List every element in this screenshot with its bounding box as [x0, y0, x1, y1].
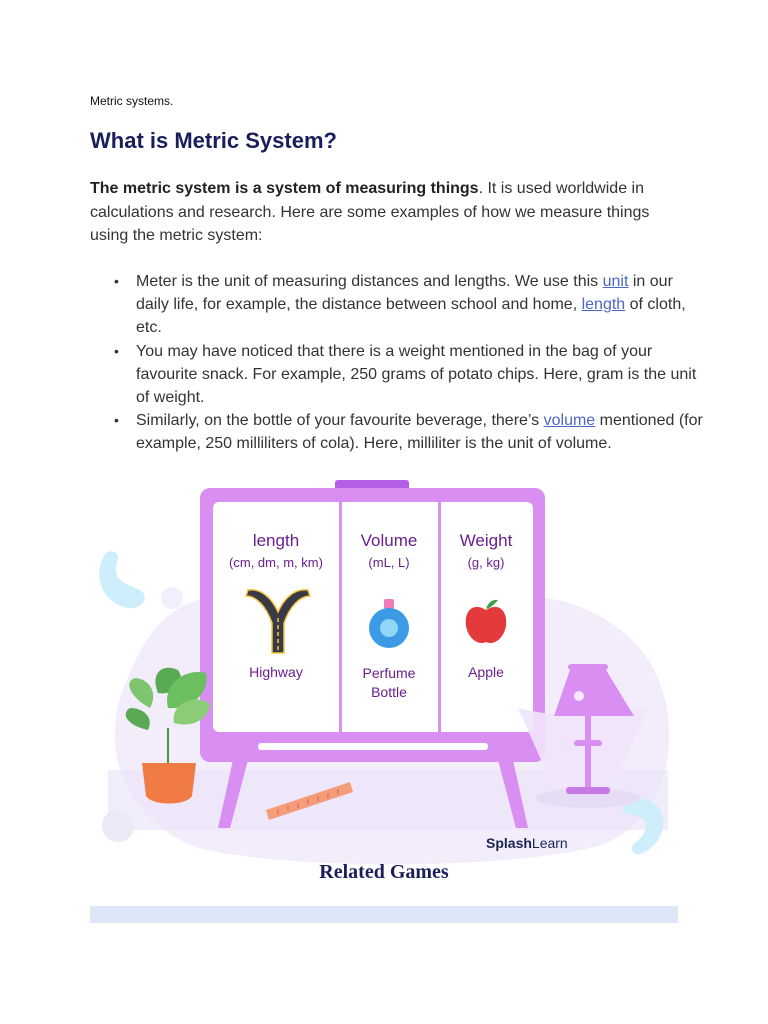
apple-icon: [465, 606, 507, 644]
bullet-text: Similarly, on the bottle of your favouri…: [136, 412, 544, 430]
board-leg: [498, 760, 528, 828]
perfume-label-line2: Bottle: [371, 684, 407, 700]
plant-icon: [125, 667, 210, 804]
length-link[interactable]: length: [581, 296, 626, 314]
examples-list: Meter is the unit of measuring distances…: [90, 270, 706, 456]
metric-illustration: length (cm, dm, m, km) Highway Volume (m…: [99, 480, 670, 865]
volume-units: (mL, L): [368, 555, 409, 570]
perfume-cap-icon: [384, 599, 394, 609]
unit-link[interactable]: unit: [602, 273, 629, 290]
intro-paragraph: The metric system is a system of measuri…: [90, 177, 680, 248]
bullet-text: in our daily life, for example, the dist…: [136, 273, 673, 314]
bullet-text: mentioned (for example, 250 milliliters …: [136, 412, 703, 453]
board-divider: [339, 502, 342, 732]
decor-circle: [102, 810, 134, 842]
length-heading: length: [253, 531, 299, 550]
apple-leaf-icon: [486, 599, 498, 609]
page-title: What is Metric System?: [90, 128, 337, 153]
list-item: Meter is the unit of measuring distances…: [114, 270, 706, 340]
splashlearn-logo: SplashLearn: [486, 835, 568, 851]
perfume-liquid-icon: [380, 619, 398, 637]
volume-heading: Volume: [361, 531, 418, 550]
decor-arc-icon: [623, 798, 664, 855]
volume-link[interactable]: volume: [543, 412, 596, 430]
intro-text: . It is used worldwide in calculations a…: [90, 180, 650, 244]
bullet-text: of cloth, etc.: [136, 296, 686, 337]
board-divider: [438, 502, 441, 732]
board-leg: [218, 760, 248, 828]
decor-circle: [161, 587, 183, 609]
related-games-bar: [90, 906, 678, 923]
bullet-text: You may have noticed that there is a wei…: [136, 342, 697, 407]
brand-light: Learn: [532, 835, 568, 851]
related-games-heading: Related Games: [319, 861, 449, 883]
bullet-text: Meter is the unit of measuring distances…: [136, 273, 603, 290]
ruler-icon: [266, 782, 353, 820]
decor-arc-icon: [99, 551, 145, 609]
perfume-label-line1: Perfume: [363, 665, 416, 681]
list-item: Similarly, on the bottle of your favouri…: [114, 409, 706, 455]
apple-label: Apple: [468, 664, 504, 680]
weight-units: (g, kg): [468, 555, 505, 570]
lamp-icon: [518, 664, 648, 808]
breadcrumb: Metric systems.: [90, 94, 174, 108]
board-tray: [258, 743, 488, 750]
highway-label: Highway: [249, 664, 303, 680]
weight-heading: Weight: [460, 531, 513, 550]
list-item: You may have noticed that there is a wei…: [114, 340, 706, 410]
length-units: (cm, dm, m, km): [229, 555, 323, 570]
brand-bold: Splash: [486, 835, 532, 851]
intro-bold: The metric system is a system of measuri…: [90, 180, 479, 197]
